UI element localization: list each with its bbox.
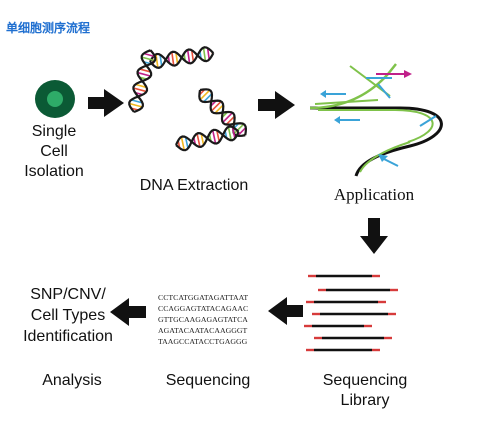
helix-rung xyxy=(222,112,234,124)
sequence-line: CCAGGAGTATACAGAAC xyxy=(158,304,249,313)
dna-helix-icon xyxy=(198,88,248,138)
helix-rung xyxy=(133,87,147,93)
sequence-line: TAAGCCATACCTGAGGG xyxy=(158,337,248,346)
helix-rung xyxy=(227,126,233,141)
sequence-line: CCTCATGGATAGATTAAT xyxy=(158,293,249,302)
label-line: Single xyxy=(31,123,77,140)
helix-rung xyxy=(231,126,236,139)
label-line: Isolation xyxy=(24,163,84,180)
helix-strand xyxy=(149,48,215,67)
helix-rung xyxy=(233,123,245,135)
helix-rung xyxy=(159,54,163,67)
cell-icon xyxy=(35,80,75,118)
helix-rung xyxy=(186,49,191,64)
helix-rung xyxy=(211,130,217,144)
label-line: Identification xyxy=(23,328,113,345)
helix-rung xyxy=(135,83,147,89)
label-single-cell-isolation: Single Cell Isolation xyxy=(20,122,88,182)
helix-rung xyxy=(203,93,213,103)
arrow-right-icon xyxy=(258,91,295,119)
label-line: Cell Types xyxy=(30,307,106,324)
helix-rung xyxy=(155,54,159,68)
label-line: SNP/CNV/ xyxy=(30,286,106,303)
replication-fork-icon xyxy=(309,63,443,177)
sequence-line: AGATACAATACAAGGGT xyxy=(158,326,248,335)
sequence-line: GTTGCAAGAGAGTATCA xyxy=(158,315,248,324)
helix-rung xyxy=(237,127,247,137)
dna-helix-icon xyxy=(175,125,240,152)
dna-helix-icon xyxy=(149,46,215,69)
helix-rung xyxy=(225,115,236,126)
helix-rung xyxy=(184,136,189,149)
arrow-left-icon xyxy=(268,297,303,325)
sequence-reads-text: CCTCATGGATAGATTAAT CCAGGAGTATACAGAAC GTT… xyxy=(158,292,248,347)
arrow-left-icon xyxy=(110,298,146,326)
helix-rung xyxy=(216,130,221,142)
helix-rung xyxy=(214,104,224,114)
helix-strand xyxy=(128,49,157,113)
label-line: Library xyxy=(340,392,390,409)
label-sequencing: Sequencing xyxy=(165,372,251,389)
helix-rung xyxy=(206,47,211,60)
dna-helix-icon xyxy=(128,49,157,114)
helix-rung xyxy=(128,102,143,108)
arrow-right-icon xyxy=(88,89,124,117)
label-sequencing-library: Sequencing Library xyxy=(306,371,424,411)
helix-rung xyxy=(202,47,207,62)
helix-rung xyxy=(175,52,179,65)
label-line: Sequencing xyxy=(322,372,408,389)
helix-rung xyxy=(196,133,201,148)
helix-rung xyxy=(180,136,186,151)
helix-rung xyxy=(137,71,151,77)
helix-rung xyxy=(200,133,205,146)
helix-rung xyxy=(171,51,175,66)
label-dna-extraction: DNA Extraction xyxy=(139,177,249,194)
helix-strand xyxy=(175,128,240,148)
helix-rung xyxy=(210,100,222,112)
arrow-down-icon xyxy=(360,218,388,254)
diagram-title: 单细胞测序流程 xyxy=(6,21,91,35)
sequencing-reads xyxy=(304,274,398,352)
label-line: Cell xyxy=(40,143,68,160)
helix-rung xyxy=(143,52,156,58)
helix-rung xyxy=(131,99,143,104)
label-application: Application xyxy=(333,185,415,204)
helix-rung xyxy=(199,89,211,101)
label-snp-cnv-identification: SNP/CNV/ Cell Types Identification xyxy=(16,284,120,347)
helix-rung xyxy=(139,68,151,73)
helix-rung xyxy=(190,50,195,62)
label-analysis: Analysis xyxy=(42,372,102,389)
helix-rung xyxy=(141,56,156,62)
